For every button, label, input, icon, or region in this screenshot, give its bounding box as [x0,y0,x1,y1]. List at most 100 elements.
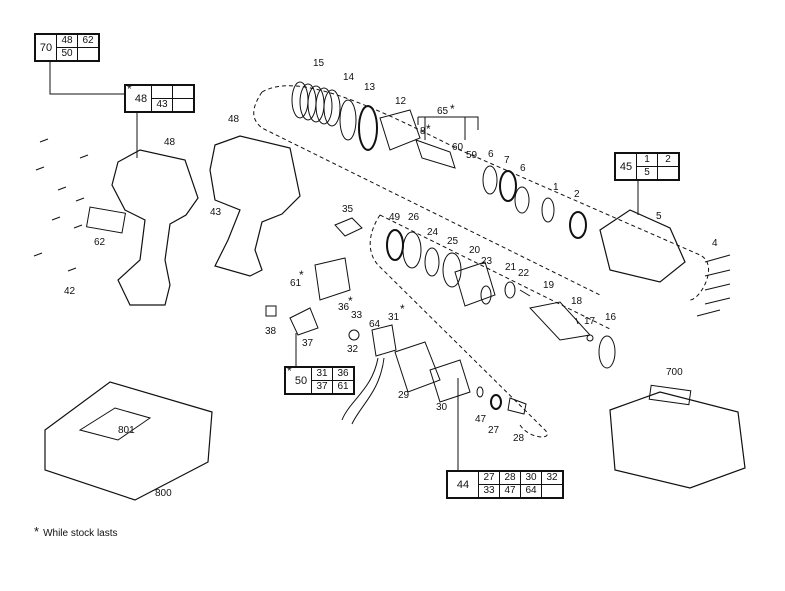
washer-6a [482,165,498,195]
kit-44-part: 32 [541,471,563,485]
screw-set-left [33,138,89,272]
nut-33 [348,329,360,341]
reverse-lever-37 [289,307,319,336]
kit-box-44: 44 27 28 30 32 33 47 64 [446,470,564,499]
tool-box-700 [609,391,746,489]
kit-44-part: 33 [478,484,500,498]
label-24: 24 [427,227,439,238]
label-15: 15 [313,58,325,69]
ball-17 [586,334,594,342]
pcb-31 [371,324,397,357]
carrier-19 [529,301,591,341]
bearing-2 [569,211,587,239]
star-marker-31: * [400,302,405,316]
stator-29 [394,341,441,393]
label-5: 5 [656,211,662,222]
washer-23 [480,285,492,305]
label-43: 43 [210,207,222,218]
label-60: 60 [452,142,464,153]
washer-6b [514,186,530,214]
kit-45-part: 1 [636,153,658,167]
oring-1 [541,197,555,223]
label-59: 59 [466,150,478,161]
label-801: 801 [118,425,135,436]
screw-set-4 [696,254,731,317]
label-36: 36 [338,302,350,313]
washer-24 [424,247,440,277]
label-700: 700 [666,367,683,378]
label-49: 49 [389,212,401,223]
label-29: 29 [398,390,410,401]
label-18: 18 [571,296,583,307]
kit-70-part: 50 [56,47,78,61]
label-31: 31 [388,312,400,323]
label-20: 20 [469,245,481,256]
front-housing-5 [599,209,686,283]
kit-50-part: 31 [311,367,333,381]
star-marker-48: * [127,82,132,96]
label-8: 8 [420,126,426,137]
anvil-8 [415,139,456,169]
kit-44-part: 30 [520,471,542,485]
kit-70-connector [49,60,125,95]
wire-leads [341,357,385,425]
kit-box-50: 50 31 36 37 61 [284,366,355,395]
label-19: 19 [543,280,555,291]
washer-14 [339,99,357,141]
label-48-left: 48 [164,137,176,148]
label-37: 37 [302,338,314,349]
star-marker-50: * [287,364,292,378]
kit-44-number: 44 [447,471,479,498]
label-plate-62 [85,206,127,234]
rotor-30 [429,359,471,403]
label-21: 21 [505,262,517,273]
bearing-27 [490,394,502,410]
bracket-65 [417,116,479,140]
gear-plate-26 [402,231,422,269]
label-6a: 6 [488,149,494,160]
spring-15 [291,81,341,127]
ring-gear-20 [454,261,496,307]
lower-assembly-outline [369,214,613,438]
label-26: 26 [408,212,420,223]
kit-70-number: 70 [35,34,57,61]
kit-45-part: 2 [657,153,679,167]
label-800: 800 [155,488,172,499]
label-48-right: 48 [228,114,240,125]
label-22: 22 [518,268,530,279]
kit-50-part: 36 [332,367,354,381]
label-35: 35 [342,204,354,215]
label-38: 38 [265,326,277,337]
label-25: 25 [447,236,459,247]
kit-box-70: 70 48 62 50 [34,33,100,62]
label-62: 62 [94,237,106,248]
kit-45-part: 5 [636,166,658,180]
star-marker-36: * [348,294,353,308]
label-12: 12 [395,96,407,107]
bearing-7 [499,170,517,202]
housing-left-half [111,149,199,306]
label-33: 33 [351,310,363,321]
kit-70-part: 48 [56,34,78,48]
kit-44-part: 47 [499,484,521,498]
label-30: 30 [436,402,448,413]
tool-box-handle [648,384,692,406]
label-65: 65 [437,106,449,117]
footnote-star: * [34,524,40,539]
star-marker-61: * [299,268,304,282]
star-marker-65: * [450,102,455,116]
footnote: *While stock lasts [34,524,118,539]
case-insert-801 [78,407,152,441]
label-7: 7 [504,155,510,166]
kit-50-number: 50 [285,367,312,394]
pin-18 [575,317,579,325]
footnote-text: While stock lasts [43,528,118,539]
kit-45-number: 45 [615,153,637,180]
bearing-49 [386,229,404,261]
kit-70-part: 62 [77,34,99,48]
kit-44-part: 64 [520,484,542,498]
carry-case-800 [44,381,213,501]
label-64: 64 [369,319,381,330]
kit-box-45: 45 1 2 5 [614,152,680,181]
